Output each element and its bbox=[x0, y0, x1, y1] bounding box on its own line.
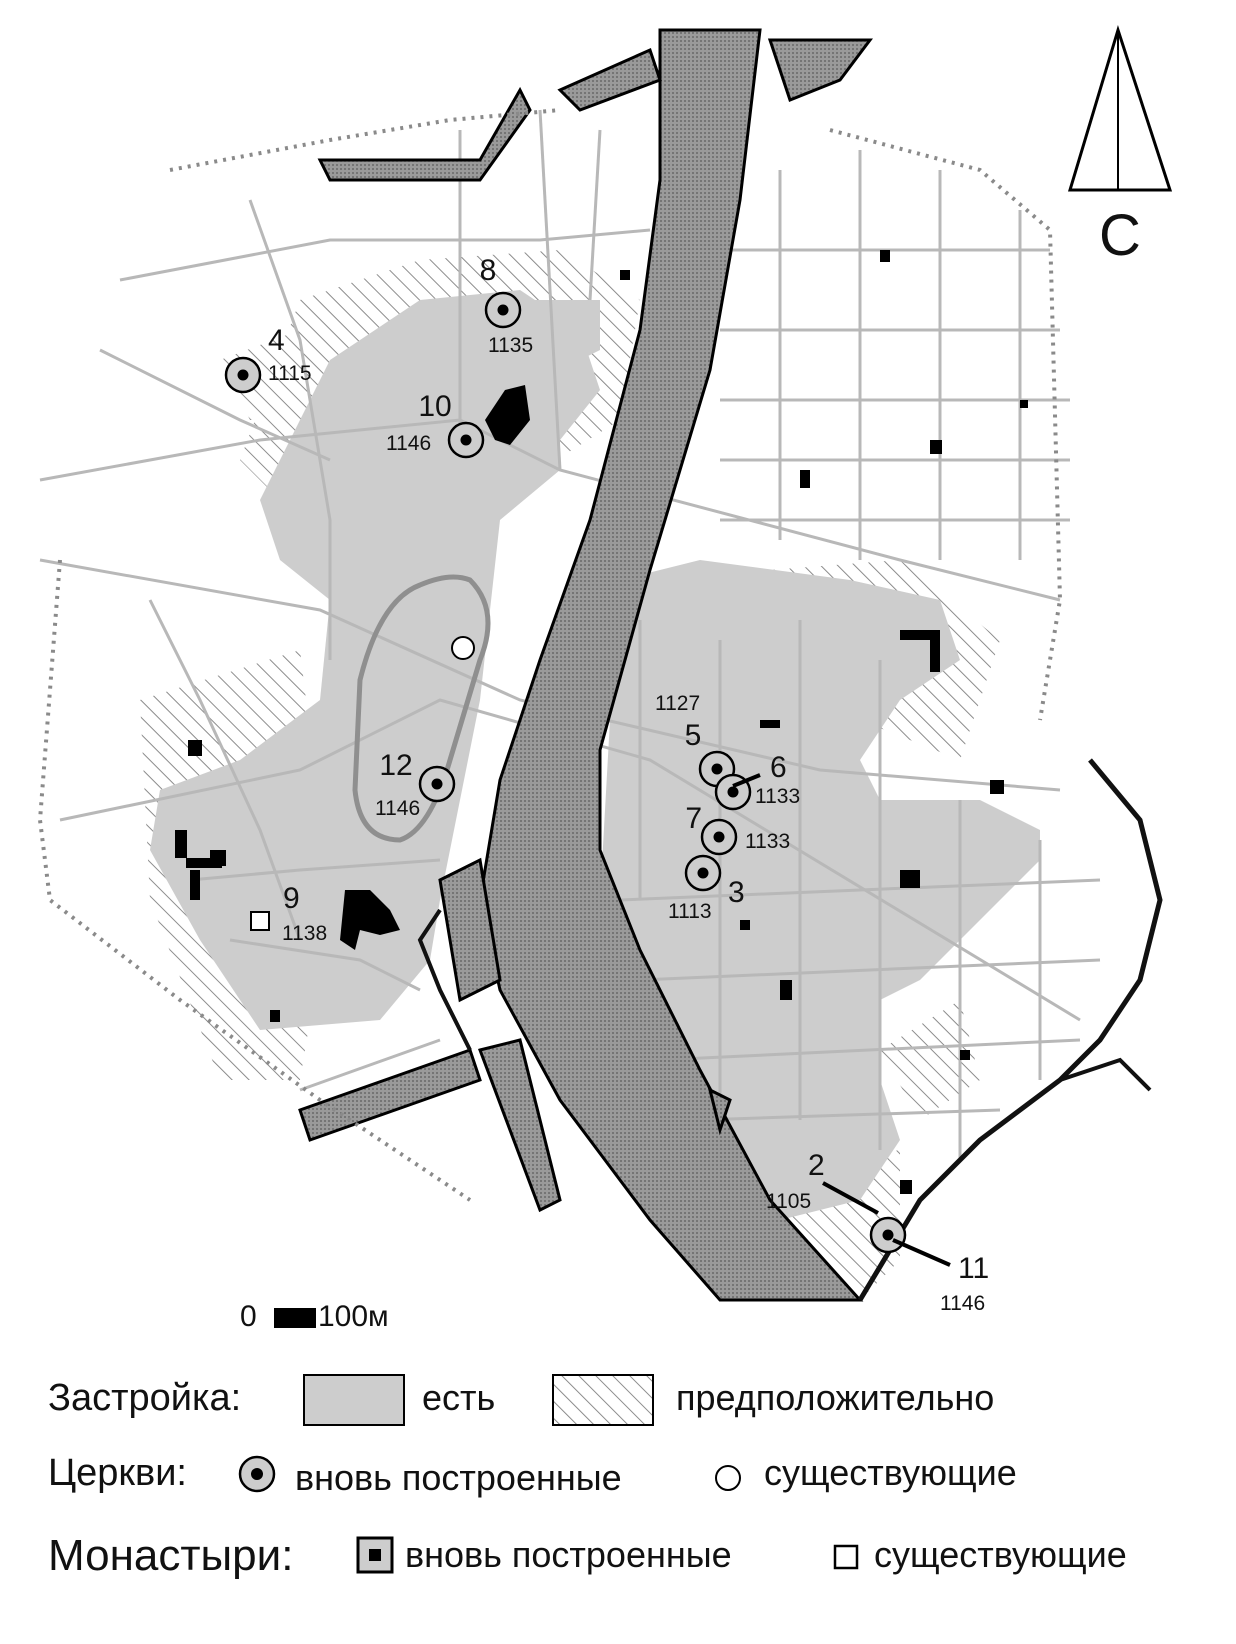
river-branches bbox=[298, 38, 873, 1213]
new-church-legend-icon bbox=[238, 1455, 276, 1493]
new-church-dot bbox=[697, 867, 709, 879]
kremlin-wall bbox=[352, 574, 491, 843]
marker-number: 7 bbox=[685, 802, 702, 835]
existing-church-icon bbox=[451, 636, 475, 660]
marker-year: 1146 bbox=[386, 432, 431, 455]
marker-year: 1138 bbox=[282, 922, 327, 945]
compass-label: С bbox=[1099, 203, 1141, 268]
legend-monasteries-existing: существующие bbox=[874, 1534, 1127, 1575]
new-church-dot bbox=[882, 1229, 894, 1241]
marker-connectors bbox=[732, 773, 951, 1267]
marker-year: 1146 bbox=[375, 797, 420, 820]
marker-year: 1105 bbox=[766, 1190, 811, 1213]
marker-number: 4 bbox=[268, 324, 285, 357]
eastern-embankment bbox=[857, 758, 1163, 1302]
scale-start: 0 bbox=[240, 1300, 257, 1333]
marker-number: 8 bbox=[480, 254, 497, 287]
legend-building-title: Застройка: bbox=[48, 1377, 241, 1419]
marker-number: 2 bbox=[808, 1149, 825, 1182]
marker-number: 6 bbox=[770, 751, 787, 784]
marker-number: 9 bbox=[283, 882, 300, 915]
new-church-dot bbox=[497, 304, 509, 316]
legend-built-present: есть bbox=[422, 1377, 495, 1418]
marker-year: 1133 bbox=[755, 785, 800, 808]
built-zones bbox=[150, 290, 1040, 1220]
existing-monastery-icon bbox=[250, 911, 270, 931]
marker-year: 1115 bbox=[268, 362, 312, 385]
legend-presumed-swatch bbox=[552, 1374, 654, 1426]
marker-number: 5 bbox=[685, 719, 702, 752]
marker-number: 10 bbox=[418, 390, 451, 423]
marker-year: 1146 bbox=[940, 1292, 985, 1315]
legend: Застройка: есть предположительно Церкви:… bbox=[48, 1374, 1127, 1580]
western-bank-line bbox=[417, 908, 472, 1051]
legend-churches-title: Церкви: bbox=[48, 1452, 187, 1494]
new-church-dot bbox=[237, 369, 249, 381]
scale-bar: 0 100м bbox=[240, 1300, 389, 1333]
river bbox=[478, 28, 864, 1302]
new-church-dot bbox=[711, 763, 723, 775]
marker-number: 3 bbox=[728, 876, 745, 909]
legend-built-presumed: предположительно bbox=[676, 1377, 994, 1418]
legend-monasteries-new: вновь построенные bbox=[405, 1534, 732, 1575]
marker-year: 1127 bbox=[655, 692, 700, 715]
new-church-dot bbox=[713, 831, 725, 843]
map-markers: 4111581135101146121146911385112761133711… bbox=[224, 254, 989, 1315]
embankment-branch bbox=[1059, 1057, 1152, 1092]
buildings bbox=[175, 250, 1028, 1194]
legend-churches-existing: существующие bbox=[764, 1452, 1017, 1493]
legend-monasteries-title: Монастыри: bbox=[48, 1531, 293, 1580]
legend-built-swatch bbox=[303, 1374, 405, 1426]
new-church-dot bbox=[727, 786, 739, 798]
outer-rampart bbox=[37, 108, 1063, 1202]
new-church-dot bbox=[460, 434, 472, 446]
marker-year: 1113 bbox=[668, 900, 712, 923]
new-church-dot bbox=[431, 778, 443, 790]
existing-monastery-legend-icon bbox=[833, 1544, 859, 1570]
legend-churches-new: вновь построенные bbox=[295, 1457, 622, 1498]
marker-number: 11 bbox=[958, 1252, 989, 1285]
marker-year: 1133 bbox=[745, 830, 790, 853]
scale-end: 100м bbox=[318, 1300, 389, 1333]
marker-year: 1135 bbox=[488, 334, 533, 357]
existing-church-legend-icon bbox=[715, 1465, 741, 1491]
marker-number: 12 bbox=[379, 749, 412, 782]
north-arrow-icon: С bbox=[1067, 24, 1173, 268]
new-monastery-legend-icon bbox=[356, 1536, 394, 1574]
